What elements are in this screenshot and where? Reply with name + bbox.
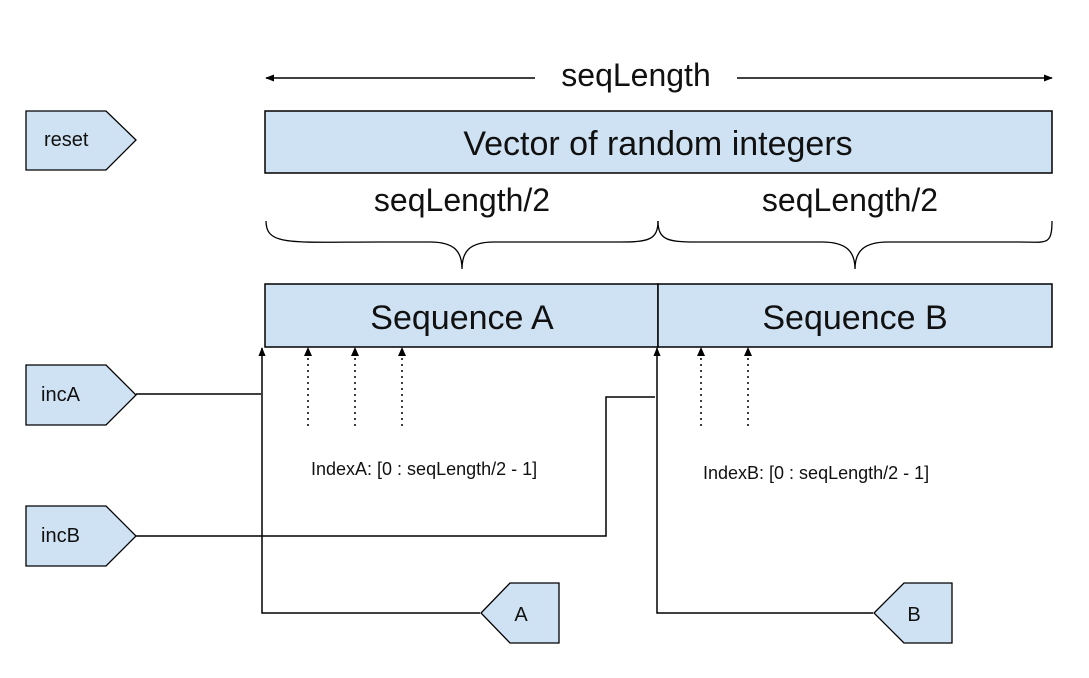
sequence-a-box: Sequence A bbox=[264, 283, 659, 348]
inc-b-label: incB bbox=[41, 525, 80, 547]
index-a-dotted-2-head bbox=[351, 347, 359, 356]
index-a-dotted-1-head bbox=[304, 347, 312, 356]
inc-b-input-tag: incB bbox=[25, 505, 137, 567]
vector-box: Vector of random integers bbox=[264, 110, 1053, 174]
length-label: seqLength bbox=[561, 57, 710, 93]
index-a-pointer bbox=[258, 347, 480, 614]
index-b-label: IndexB: [0 : seqLength/2 - 1] bbox=[703, 463, 929, 483]
half-right-label: seqLength/2 bbox=[762, 182, 938, 218]
index-a-label: IndexA: [0 : seqLength/2 - 1] bbox=[311, 459, 537, 479]
sequence-a-label: Sequence A bbox=[370, 299, 554, 337]
sequence-b-label: Sequence B bbox=[762, 299, 947, 337]
index-a-dotted-3-head bbox=[398, 347, 406, 356]
index-b-dotted-2-head bbox=[744, 347, 752, 356]
output-b-tag: B bbox=[873, 582, 953, 644]
output-a-tag: A bbox=[480, 582, 560, 644]
reset-label: reset bbox=[44, 129, 89, 151]
output-a-label: A bbox=[514, 604, 528, 626]
inc-a-input-tag: incA bbox=[25, 364, 137, 426]
inc-a-label: incA bbox=[41, 384, 81, 406]
half-left-label: seqLength/2 bbox=[374, 182, 550, 218]
brace-right bbox=[657, 220, 1053, 270]
index-b-dotted-1-head bbox=[697, 347, 705, 356]
output-b-label: B bbox=[907, 604, 920, 626]
vector-label: Vector of random integers bbox=[463, 125, 852, 163]
brace-left bbox=[265, 220, 659, 270]
index-b-pointer bbox=[653, 347, 873, 614]
inc-b-wire bbox=[136, 396, 655, 537]
reset-input-tag: reset bbox=[25, 110, 137, 171]
sequence-b-box: Sequence B bbox=[657, 283, 1053, 348]
